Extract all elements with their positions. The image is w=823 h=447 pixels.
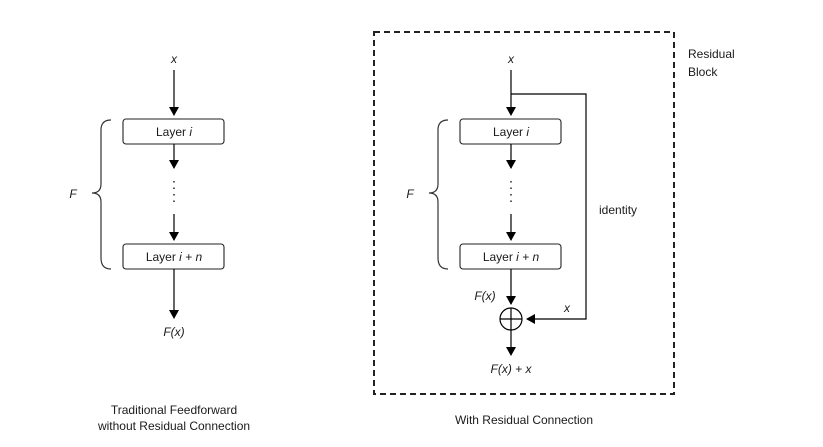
feedforward-diagram: x Layer i Layer i + n F(x) F Traditional… [69, 52, 250, 433]
left-brace-label: F [69, 187, 77, 201]
left-caption-line1: Traditional Feedforward [111, 403, 237, 417]
right-brace-label: F [406, 187, 414, 201]
residual-diagram: Residual Block x Layer i Layer i + n F(x… [373, 31, 735, 427]
residual-block-label-line1: Residual [688, 47, 735, 61]
left-layer-i-n-label: Layer i + n [146, 250, 203, 264]
identity-skip-arrow [511, 93, 587, 324]
skip-x-label: x [563, 301, 571, 315]
adder-plus-icon [499, 307, 523, 331]
residual-block-label-line2: Block [688, 65, 718, 79]
right-layer-i-label: Layer i [493, 125, 529, 139]
left-caption-line2: without Residual Connection [97, 419, 250, 433]
right-layer-i-n-label: Layer i + n [483, 250, 540, 264]
left-layer-i-label: Layer i [156, 125, 192, 139]
right-brace [428, 119, 449, 270]
identity-label: identity [599, 203, 637, 217]
right-output-label: F(x) + x [491, 362, 533, 376]
right-input-label: x [507, 52, 515, 66]
right-caption: With Residual Connection [455, 413, 593, 427]
right-fx-label: F(x) [474, 289, 495, 303]
left-brace [91, 119, 112, 270]
left-input-label: x [170, 52, 178, 66]
left-output-label: F(x) [163, 325, 184, 339]
residual-block-border [373, 31, 675, 395]
